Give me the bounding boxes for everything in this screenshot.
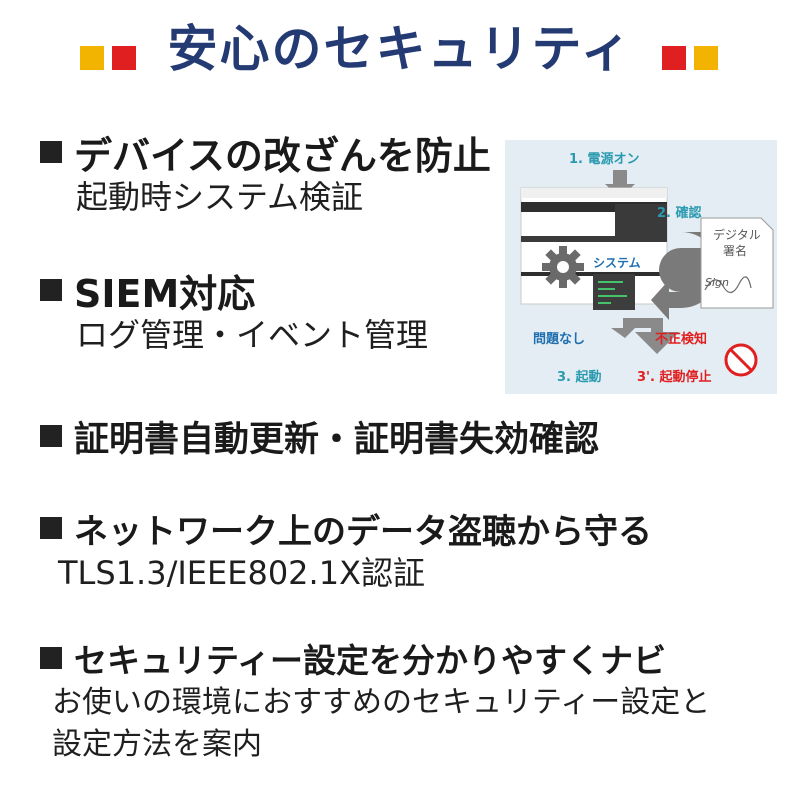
signature-script-text: Sign [705,276,729,289]
square-bullet-icon [40,425,62,447]
feature-heading-text: セキュリティー設定を分かりやすくナビ [74,641,667,680]
feature-subtext: ログ管理・イベント管理 [76,316,429,354]
yellow-square-decoration [80,46,104,70]
feature-network-encryption: ネットワーク上のデータ盗聴から守る TLS1.3/IEEE802.1X認証 [40,504,652,594]
feature-heading-text: 証明書自動更新・証明書失効確認 [74,419,600,460]
feature-subtext: お使いの環境におすすめのセキュリティー設定と [52,685,711,720]
signature-document-icon [700,217,774,309]
square-bullet-icon [40,141,62,163]
red-square-decoration [112,46,136,70]
feature-heading: セキュリティー設定を分かりやすくナビ [40,634,710,682]
system-label: システム [593,256,641,270]
step-power-on-label: 1. 電源オン [569,152,640,167]
page-title: 安心のセキュリティ [167,20,633,78]
header: 安心のセキュリティ [0,0,800,100]
square-bullet-icon [40,279,62,301]
gear-icon [542,246,584,288]
yellow-square-decoration [694,46,718,70]
feature-heading-text: SIEM対応 [74,271,256,316]
red-square-decoration [662,46,686,70]
step-boot-label: 3. 起動 [557,370,602,385]
feature-subtext: TLS1.3/IEEE802.1X認証 [58,554,425,592]
diagram-graphics [520,170,774,377]
step-verify-label: 2. 確認 [657,206,702,221]
feature-heading: SIEM対応 [40,266,428,316]
digital-signature-label: 署名 [723,244,748,258]
feature-security-navi: セキュリティー設定を分かりやすくナビ お使いの環境におすすめのセキュリティー設定… [40,634,710,766]
prohibited-icon [724,343,758,377]
feature-heading-text: ネットワーク上のデータ盗聴から守る [74,511,652,552]
square-bullet-icon [40,647,62,669]
feature-certificate: 証明書自動更新・証明書失効確認 [40,412,599,460]
secure-boot-diagram: 1. 電源オン 2. 確認 システム デジタル 署名 Sign 問題なし 不正検… [505,140,777,394]
digital-signature-label: デジタル [713,228,761,242]
feature-subtext: 起動時システム検証 [76,178,364,216]
feature-heading: 証明書自動更新・証明書失効確認 [40,412,599,460]
feature-tamper-protection: デバイスの改ざんを防止 起動時システム検証 [40,128,491,218]
feature-heading: デバイスの改ざんを防止 [40,128,491,178]
arrow-icon [611,318,679,354]
feature-heading: ネットワーク上のデータ盗聴から守る [40,504,652,552]
feature-siem: SIEM対応 ログ管理・イベント管理 [40,266,428,356]
feature-subtext: 設定方法を案内 [52,727,262,762]
no-problem-label: 問題なし [533,332,586,347]
fraud-detected-label: 不正検知 [655,332,708,347]
system-code-screen [593,274,635,310]
step-boot-stop-label: 3'. 起動停止 [637,370,712,385]
feature-heading-text: デバイスの改ざんを防止 [74,133,491,178]
square-bullet-icon [40,517,62,539]
